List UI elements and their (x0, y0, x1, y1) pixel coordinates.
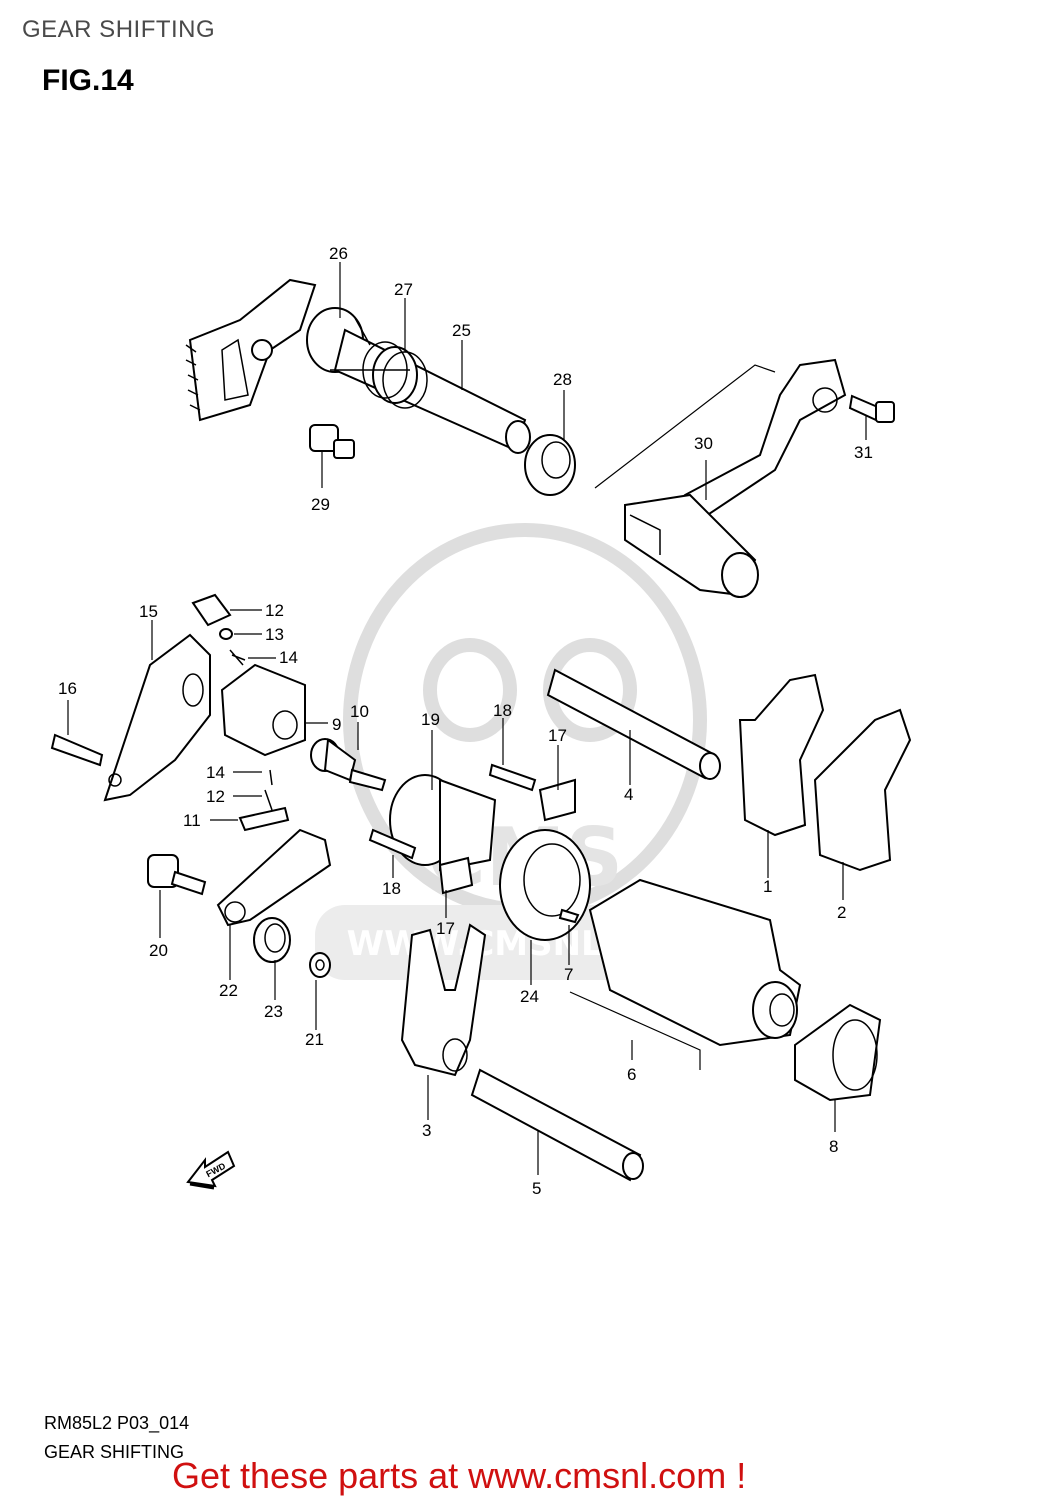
part-8-bearing (794, 1003, 882, 1102)
part-1-shift-fork (738, 673, 825, 837)
callout-13: 13 (265, 625, 284, 644)
callout-labels: 1 2 3 4 5 6 7 8 9 10 11 12 12 13 14 14 1… (58, 244, 873, 1198)
callout-26: 26 (329, 244, 348, 263)
figure-number: FIG.14 (42, 64, 134, 97)
callout-12-bottom: 12 (206, 787, 225, 806)
part-6-shift-drum (588, 878, 802, 1047)
page-header-title: GEAR SHIFTING (22, 16, 216, 43)
callout-21: 21 (305, 1030, 324, 1049)
footer-title: GEAR SHIFTING (44, 1442, 185, 1462)
callout-3: 3 (422, 1121, 431, 1140)
callout-8: 8 (829, 1137, 838, 1156)
callout-17-top: 17 (548, 726, 567, 745)
part-10-bolt (310, 738, 387, 792)
callout-19: 19 (421, 710, 440, 729)
callout-30: 30 (694, 434, 713, 453)
part-22-shift-arm (216, 828, 332, 927)
part-9-gear-shift-cam (220, 663, 306, 757)
callout-10: 10 (350, 702, 369, 721)
callout-11: 11 (183, 811, 201, 830)
callout-14-top: 14 (279, 648, 298, 667)
part-3-shift-fork (400, 923, 487, 1077)
callout-2: 2 (837, 903, 846, 922)
callout-25: 25 (452, 321, 471, 340)
callout-24: 24 (520, 987, 539, 1006)
part-21-washer (309, 952, 331, 978)
callout-15: 15 (139, 602, 158, 621)
leader-lines (67, 262, 867, 1175)
part-30-shift-lever (594, 358, 847, 598)
part-18-screws (368, 763, 537, 860)
callout-6: 6 (627, 1065, 636, 1084)
callout-29: 29 (311, 495, 330, 514)
callout-23: 23 (264, 1002, 283, 1021)
cta-link[interactable]: Get these parts at www.cmsnl.com ! (172, 1455, 747, 1496)
part-19-shift-drum-cam (389, 774, 497, 872)
part-14-spring (229, 649, 246, 666)
part-17-plates (438, 778, 576, 895)
diagram-code: RM85L2 P03_014 (44, 1413, 190, 1433)
callout-18-bottom: 18 (382, 879, 401, 898)
callout-22: 22 (219, 981, 238, 1000)
part-20-bolt (147, 854, 207, 896)
callout-16: 16 (58, 679, 77, 698)
part-15-cam-guide (103, 633, 211, 802)
part-16-screw (50, 733, 104, 767)
part-4-fork-shaft (546, 668, 721, 780)
part-24-bearing (499, 829, 591, 941)
callout-14-bottom: 14 (206, 763, 225, 782)
part-31-bolt (848, 394, 895, 423)
part-23-spring (253, 917, 291, 963)
callout-7: 7 (564, 965, 573, 984)
callout-1: 1 (763, 877, 772, 896)
part-2-shift-fork (813, 708, 912, 872)
part-5-fork-shaft (470, 1068, 644, 1182)
callout-18-top: 18 (493, 701, 512, 720)
callout-31: 31 (854, 443, 873, 462)
callout-9: 9 (332, 715, 341, 734)
gear-shift-shaft (185, 278, 531, 454)
callout-12-top: 12 (265, 601, 284, 620)
callout-4: 4 (624, 785, 633, 804)
part-7-pin (558, 908, 580, 924)
callout-20: 20 (149, 941, 168, 960)
part-13-pin (219, 628, 233, 640)
callout-17-bottom: 17 (436, 919, 455, 938)
part-29-bolt (309, 424, 355, 459)
part-11-pawl (238, 769, 290, 832)
callout-28: 28 (553, 370, 572, 389)
part-28-bearing (524, 434, 576, 496)
callout-27: 27 (394, 280, 413, 299)
callout-5: 5 (532, 1179, 541, 1198)
part-12-pawl (191, 593, 232, 627)
fwd-arrow-icon: FWD (186, 1150, 236, 1190)
